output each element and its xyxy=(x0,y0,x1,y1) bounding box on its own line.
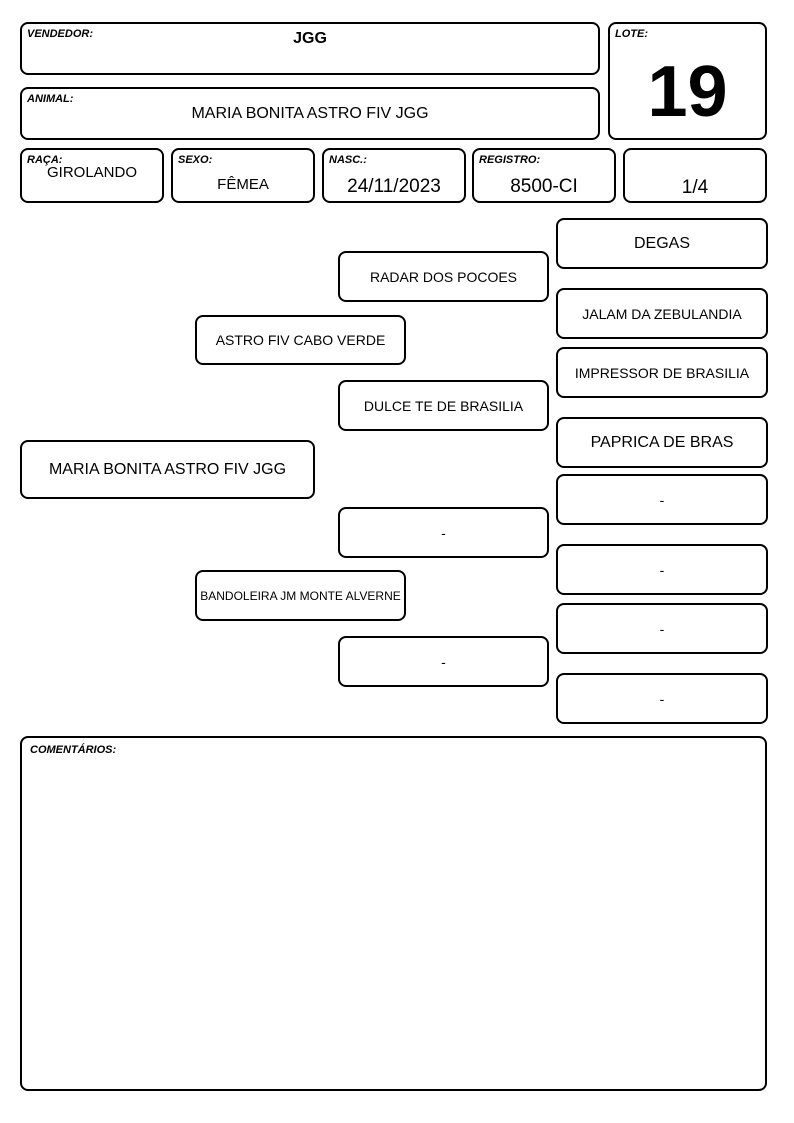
sexo-box: SEXO: FÊMEA xyxy=(171,148,315,203)
raca-label: RAÇA: xyxy=(27,154,63,166)
raca-value: GIROLANDO xyxy=(46,164,137,181)
raca-box: RAÇA: GIROLANDO xyxy=(20,148,164,203)
vendedor-value: JGG xyxy=(293,30,327,47)
comentarios-label: COMENTÁRIOS: xyxy=(30,744,117,756)
pedigree-bisavo-4: PAPRICA DE BRAS xyxy=(556,417,768,468)
registro-value: 8500-CI xyxy=(510,176,578,197)
comentarios-box: COMENTÁRIOS: xyxy=(20,736,767,1091)
comentarios-text xyxy=(32,762,755,1079)
fracao-value: 1/4 xyxy=(681,177,709,198)
pedigree-mae: BANDOLEIRA JM MONTE ALVERNE xyxy=(195,570,406,621)
pedigree-animal: MARIA BONITA ASTRO FIV JGG xyxy=(20,440,315,499)
nasc-value: 24/11/2023 xyxy=(347,176,441,197)
pedigree-bisavo-5: - xyxy=(556,474,768,525)
pedigree-bisavo-2: JALAM DA ZEBULANDIA xyxy=(556,288,768,339)
nasc-label: NASC.: xyxy=(329,154,367,166)
vendedor-label: VENDEDOR: xyxy=(27,28,94,40)
fracao-box: 1/4 xyxy=(623,148,767,203)
nasc-box: NASC.: 24/11/2023 xyxy=(322,148,466,203)
pedigree-avo-materno: - xyxy=(338,507,549,558)
pedigree-avo-materna: - xyxy=(338,636,549,687)
animal-label: ANIMAL: xyxy=(27,93,74,105)
animal-value: MARIA BONITA ASTRO FIV JGG xyxy=(191,105,429,122)
pedigree-bisavo-8: - xyxy=(556,673,768,724)
lote-box: LOTE: 19 xyxy=(608,22,767,140)
registro-label: REGISTRO: xyxy=(479,154,541,166)
pedigree-avo-paterna: DULCE TE DE BRASILIA xyxy=(338,380,549,431)
animal-box: ANIMAL: MARIA BONITA ASTRO FIV JGG xyxy=(20,87,600,140)
pedigree-bisavo-6: - xyxy=(556,544,768,595)
sexo-value: FÊMEA xyxy=(217,176,269,193)
pedigree-pai: ASTRO FIV CABO VERDE xyxy=(195,315,406,365)
vendedor-box: VENDEDOR: JGG xyxy=(20,22,600,75)
pedigree-bisavo-7: - xyxy=(556,603,768,654)
pedigree-bisavo-1: DEGAS xyxy=(556,218,768,269)
lote-value: 19 xyxy=(647,52,728,132)
pedigree-bisavo-3: IMPRESSOR DE BRASILIA xyxy=(556,347,768,398)
lote-label: LOTE: xyxy=(615,28,648,40)
sexo-label: SEXO: xyxy=(178,154,213,166)
registro-box: REGISTRO: 8500-CI xyxy=(472,148,616,203)
pedigree-avo-paterno: RADAR DOS POCOES xyxy=(338,251,549,302)
